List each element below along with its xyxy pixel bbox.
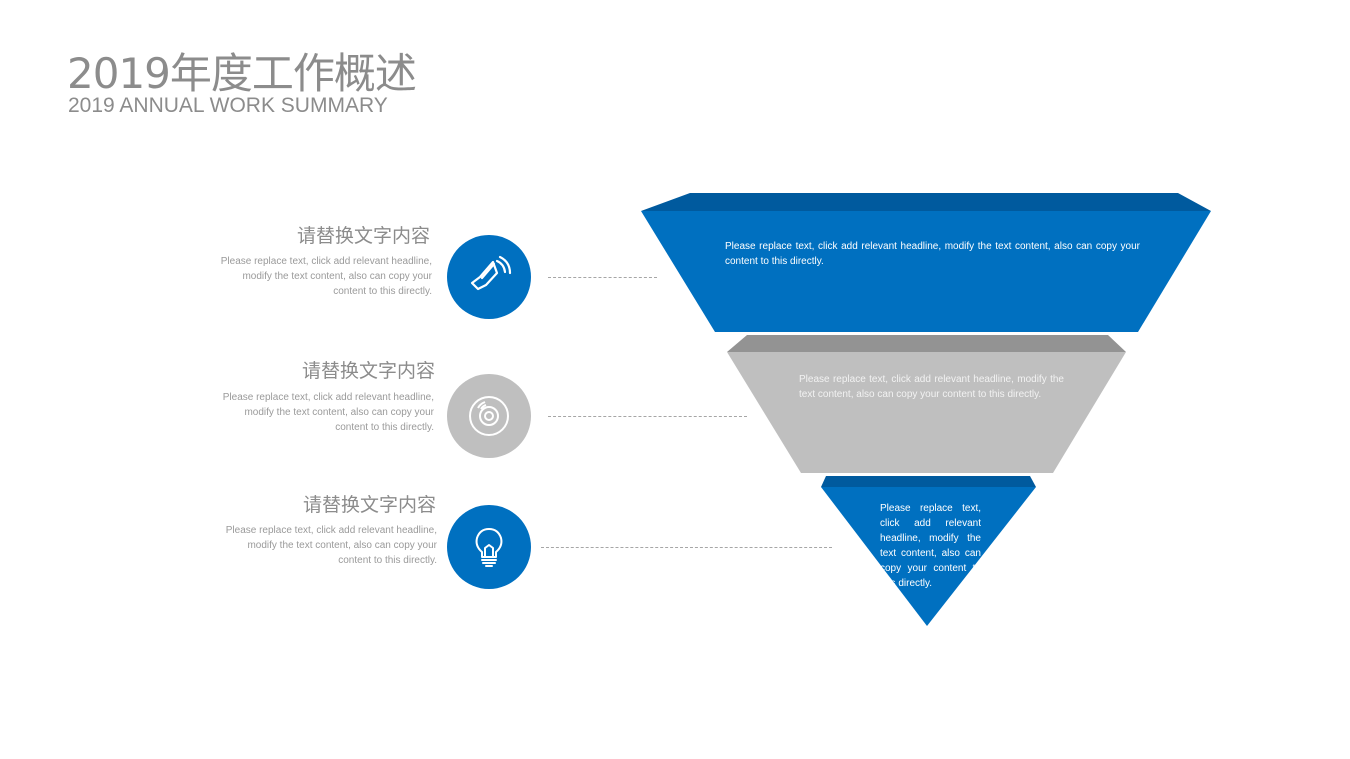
funnel-level-3-top	[821, 476, 1036, 487]
funnel-level-1[interactable]	[641, 211, 1211, 332]
speaker-icon	[470, 255, 512, 291]
item-3-circle[interactable]	[447, 505, 531, 589]
item-1-circle[interactable]	[447, 235, 531, 319]
page-subtitle: 2019 ANNUAL WORK SUMMARY	[68, 94, 388, 117]
page-title: 2019年度工作概述	[67, 49, 417, 98]
item-2-connector	[548, 416, 747, 417]
funnel-level-2[interactable]	[727, 352, 1126, 473]
funnel-level-3[interactable]	[821, 487, 1036, 626]
item-3-title: 请替换文字内容	[302, 494, 436, 516]
item-1-title: 请替换文字内容	[296, 225, 430, 247]
funnel-level-2-top	[727, 335, 1126, 352]
item-3-desc: Please replace text, click add relevant …	[225, 525, 437, 566]
lightbulb-icon	[475, 528, 503, 567]
item-2-title: 请替换文字内容	[301, 360, 435, 382]
item-2-desc: Please replace text, click add relevant …	[222, 392, 434, 433]
item-1-connector	[548, 277, 657, 278]
item-1-desc: Please replace text, click add relevant …	[220, 256, 432, 297]
funnel-level-1-text: Please replace text, click add relevant …	[725, 241, 1140, 267]
funnel-level-2-text: Please replace text, click add relevant …	[799, 374, 1064, 400]
funnel-level-3-text: Please replace text, click add relevant …	[880, 503, 981, 589]
item-3-connector	[541, 547, 832, 548]
disc-icon	[469, 396, 509, 436]
funnel-level-1-top	[641, 193, 1211, 211]
item-2-circle[interactable]	[447, 374, 531, 458]
